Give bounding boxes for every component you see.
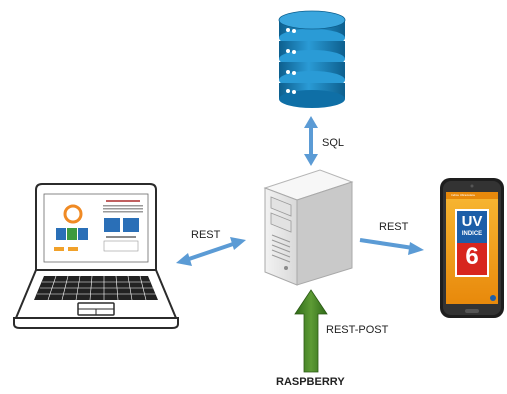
uv-badge-sub: INDICE bbox=[461, 231, 483, 237]
uv-badge-value: 6 bbox=[465, 243, 479, 270]
rest-left-label: REST bbox=[191, 229, 221, 241]
uv-badge-top: UV bbox=[461, 213, 483, 230]
server-icon bbox=[263, 169, 354, 286]
rest-right-connection-arrow bbox=[359, 238, 424, 255]
rest-post-arrow bbox=[294, 289, 328, 373]
raspberry-label: RASPBERRY bbox=[276, 376, 345, 388]
sql-label: SQL bbox=[322, 137, 345, 149]
smartphone-icon bbox=[440, 178, 504, 318]
rest-post-label: REST-POST bbox=[326, 324, 389, 336]
database-icon bbox=[278, 10, 346, 108]
sql-connection-arrow bbox=[304, 116, 318, 166]
rest-left-connection-arrow bbox=[176, 237, 246, 266]
laptop-icon bbox=[13, 183, 179, 329]
phone-header-text: Indice Ultravioleta bbox=[451, 193, 475, 197]
rest-right-label: REST bbox=[379, 221, 409, 233]
